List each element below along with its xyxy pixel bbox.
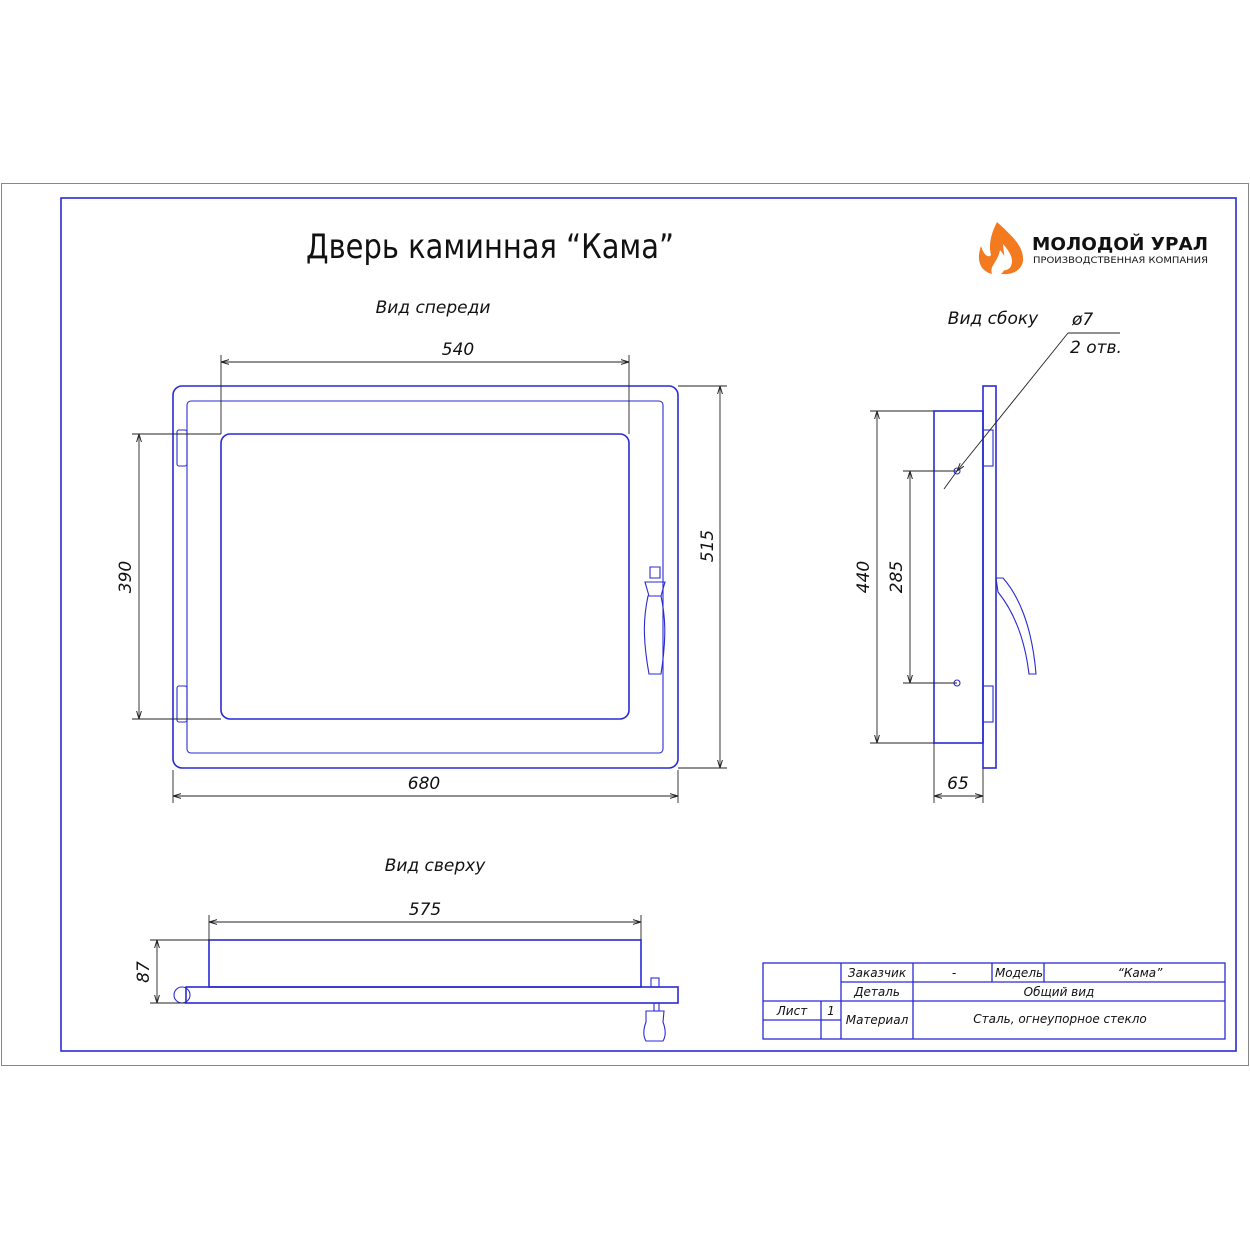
model-label: Модель (995, 966, 1043, 980)
top-body (208, 939, 642, 988)
dim-glass-width: 540 (442, 340, 474, 360)
drawing-title: Дверь каминная “Кама” (306, 227, 674, 267)
dim-top-width: 575 (409, 900, 441, 920)
top-view-label: Вид сверху (385, 856, 487, 876)
sheet-label: Лист (776, 1004, 808, 1018)
hole-diameter-note: ø7 (1071, 310, 1093, 330)
logo-subtitle: ПРОИЗВОДСТВЕННАЯ КОМПАНИЯ (1033, 256, 1208, 266)
side-plate (982, 385, 997, 769)
detail-label: Деталь (853, 985, 900, 999)
handle-icon (643, 566, 666, 675)
front-dimensions (132, 355, 727, 803)
top-dimensions (150, 915, 642, 1004)
hinge-bottom (176, 685, 188, 723)
side-hinge-top (982, 429, 994, 467)
front-inner-frame (186, 400, 664, 754)
side-hinge-bottom (982, 685, 994, 723)
dim-outer-height: 515 (698, 530, 718, 562)
top-hinge (173, 986, 191, 1004)
front-glass (220, 433, 630, 720)
top-handle-icon (643, 977, 666, 1042)
material-value: Сталь, огнеупорное стекло (973, 1012, 1147, 1026)
side-handle-icon (995, 577, 1037, 675)
dim-side-height: 440 (854, 561, 874, 593)
side-view-label: Вид сбоку (948, 309, 1039, 329)
dim-top-depth: 87 (134, 961, 154, 983)
title-block (762, 962, 1226, 1040)
customer-value: - (952, 966, 956, 980)
front-view-label: Вид спереди (376, 298, 491, 318)
side-dimensions (870, 332, 1120, 803)
sheet-outer-border (1, 183, 1249, 1066)
logo-name: МОЛОДОЙ УРАЛ (1032, 233, 1208, 255)
sheet-frame (60, 197, 1237, 1052)
flame-icon (978, 222, 1024, 275)
dim-outer-width: 680 (408, 774, 440, 794)
side-body (933, 410, 984, 744)
detail-value: Общий вид (1024, 985, 1095, 999)
flame-inner-icon (1002, 244, 1013, 271)
company-logo: МОЛОДОЙ УРАЛ ПРОИЗВОДСТВЕННАЯ КОМПАНИЯ (978, 222, 1208, 275)
model-value: “Кама” (1118, 966, 1163, 980)
hole-count-note: 2 отв. (1070, 338, 1122, 358)
side-view: 440 285 65 ø7 2 отв. (854, 310, 1122, 803)
sheet-number: 1 (827, 1004, 835, 1018)
top-view: 575 87 (134, 900, 679, 1042)
top-plate (185, 986, 679, 1004)
front-view: 540 680 390 515 (116, 340, 727, 803)
hinge-top (176, 429, 188, 467)
dim-glass-height: 390 (116, 561, 136, 593)
dim-hole-spacing: 285 (887, 561, 907, 593)
customer-label: Заказчик (848, 966, 907, 980)
material-label: Материал (846, 1013, 909, 1027)
front-outer-frame (172, 385, 679, 769)
dim-side-depth: 65 (947, 774, 969, 794)
